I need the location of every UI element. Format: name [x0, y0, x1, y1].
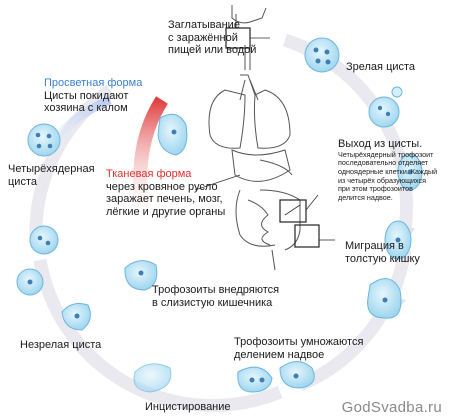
trophozoite-tissue-2	[124, 260, 158, 291]
trophozoite-right-2	[384, 220, 412, 260]
label-four-nucleus-cyst: Четырёхядерная циста	[8, 163, 95, 188]
label-trophozoites-invade: Трофозоиты внедряются в слизистую кишечн…	[152, 284, 280, 309]
tissue-form-title: Тканевая форма	[106, 168, 192, 180]
label-excystation: Выход из цисты. Четырёхядерный трофозоит…	[338, 138, 446, 202]
intestine-highlight-box-2	[294, 224, 320, 248]
label-lumen-form: Просветная форма Цисты покидают хозяина …	[44, 77, 164, 115]
label-tissue-form: Тканевая форма через кровяное русло зара…	[106, 168, 246, 219]
tissue-form-arrow	[133, 96, 168, 227]
label-migration: Миграция в толстую кишку	[345, 240, 420, 265]
cyst-mature-1	[304, 37, 340, 73]
trophozoite-right-3	[367, 278, 402, 319]
trophozoite-encysting	[133, 363, 172, 393]
label-trophozoites-multiply: Трофозоиты умножаются делением надвое	[234, 336, 364, 361]
trophozoite-dividing-1	[279, 361, 315, 389]
lumen-form-title: Просветная форма	[44, 77, 143, 89]
watermark: GodSvadba.ru	[341, 399, 442, 416]
trophozoite-right-1	[397, 153, 423, 191]
cyst-four-nucleus	[27, 123, 61, 157]
leader-lines	[194, 37, 335, 241]
label-encystation: Инцистирование	[145, 401, 231, 413]
cyst-immature-2	[16, 268, 44, 296]
intestine-highlight-box-1	[279, 199, 307, 223]
label-ingestion: Заглатывание с заражённой пищей или водо…	[168, 19, 257, 57]
trophozoite-tissue-1	[157, 113, 188, 156]
cyst-immature-1	[61, 303, 91, 331]
label-immature-cyst: Незрелая циста	[20, 339, 102, 351]
excystation-title: Выход из цисты.	[338, 138, 423, 150]
cyst-excystation	[368, 86, 403, 128]
trophozoite-dividing-2	[237, 366, 273, 393]
label-mature-cyst: Зрелая циста	[346, 61, 416, 73]
cyst-two-nucleus	[29, 225, 59, 255]
lumen-form-arrow	[30, 95, 112, 173]
